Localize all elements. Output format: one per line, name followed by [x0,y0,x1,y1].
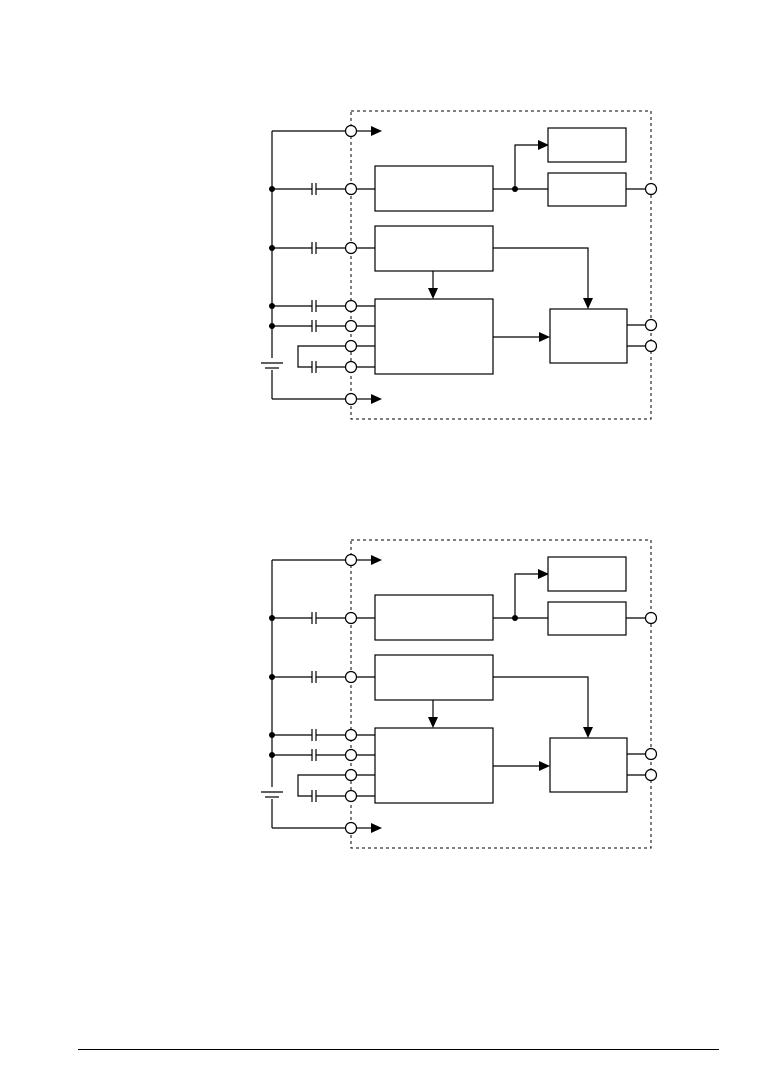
pin-row1 [344,182,358,196]
block-diagram-2 [261,539,658,849]
arrow-b-to-d [583,298,593,309]
block-c [374,727,494,804]
block-mid-right [547,601,627,636]
arrow-top [371,126,382,136]
block-mid-right [547,172,627,207]
pin-row3 [344,728,358,742]
block-c [374,298,494,375]
pin-row4 [344,319,358,333]
pin-row2 [344,670,358,684]
block-top-right [547,127,627,163]
pin-row6 [344,360,358,374]
pin-top [344,553,358,567]
block-top-right [547,556,627,592]
pin-row2 [344,241,358,255]
footer-rule [78,1049,719,1050]
arrow-b-to-c [428,717,438,728]
wire-b-to-d [493,247,589,298]
capacitor-row3 [311,300,317,312]
capacitor-row6 [311,361,317,373]
pin-top [344,124,358,138]
block-d [549,308,628,364]
pin-right-2 [644,318,658,332]
chip-boundary [350,539,652,849]
block-a [374,165,494,212]
wire-row5-loop [297,774,346,797]
pin-row1 [344,611,358,625]
capacitor-row2 [311,671,317,683]
capacitor-row3 [311,729,317,741]
arrow-a-up [538,569,549,579]
arrow-c-to-d [539,761,550,771]
arrow-bottom [371,823,382,833]
arrow-c-to-d [539,332,550,342]
pin-right-3 [644,768,658,782]
wire-b-to-d [493,676,589,727]
arrow-a-up [538,140,549,150]
pin-row5 [344,339,358,353]
pin-row4 [344,748,358,762]
pin-row3 [344,299,358,313]
pin-right-1 [644,611,658,625]
chip-boundary [350,110,652,420]
block-b [374,654,494,701]
pin-row5 [344,768,358,782]
wire-a-up [514,573,538,618]
arrow-b-to-d [583,727,593,738]
arrow-bottom [371,394,382,404]
capacitor-row1 [311,612,317,624]
pin-right-2 [644,747,658,761]
block-a [374,594,494,641]
block-b [374,225,494,272]
capacitor-row4 [311,749,317,761]
capacitor-row4 [311,320,317,332]
capacitor-row1 [311,183,317,195]
pin-bottom [344,821,358,835]
wire-row5-loop [297,345,346,368]
pin-right-1 [644,182,658,196]
arrow-top [371,555,382,565]
capacitor-row6 [311,790,317,802]
pin-bottom [344,392,358,406]
block-d [549,737,628,793]
block-diagram-1 [261,110,658,420]
wire-a-up [514,144,538,189]
pin-row6 [344,789,358,803]
pin-right-3 [644,339,658,353]
capacitor-row2 [311,242,317,254]
arrow-b-to-c [428,288,438,299]
